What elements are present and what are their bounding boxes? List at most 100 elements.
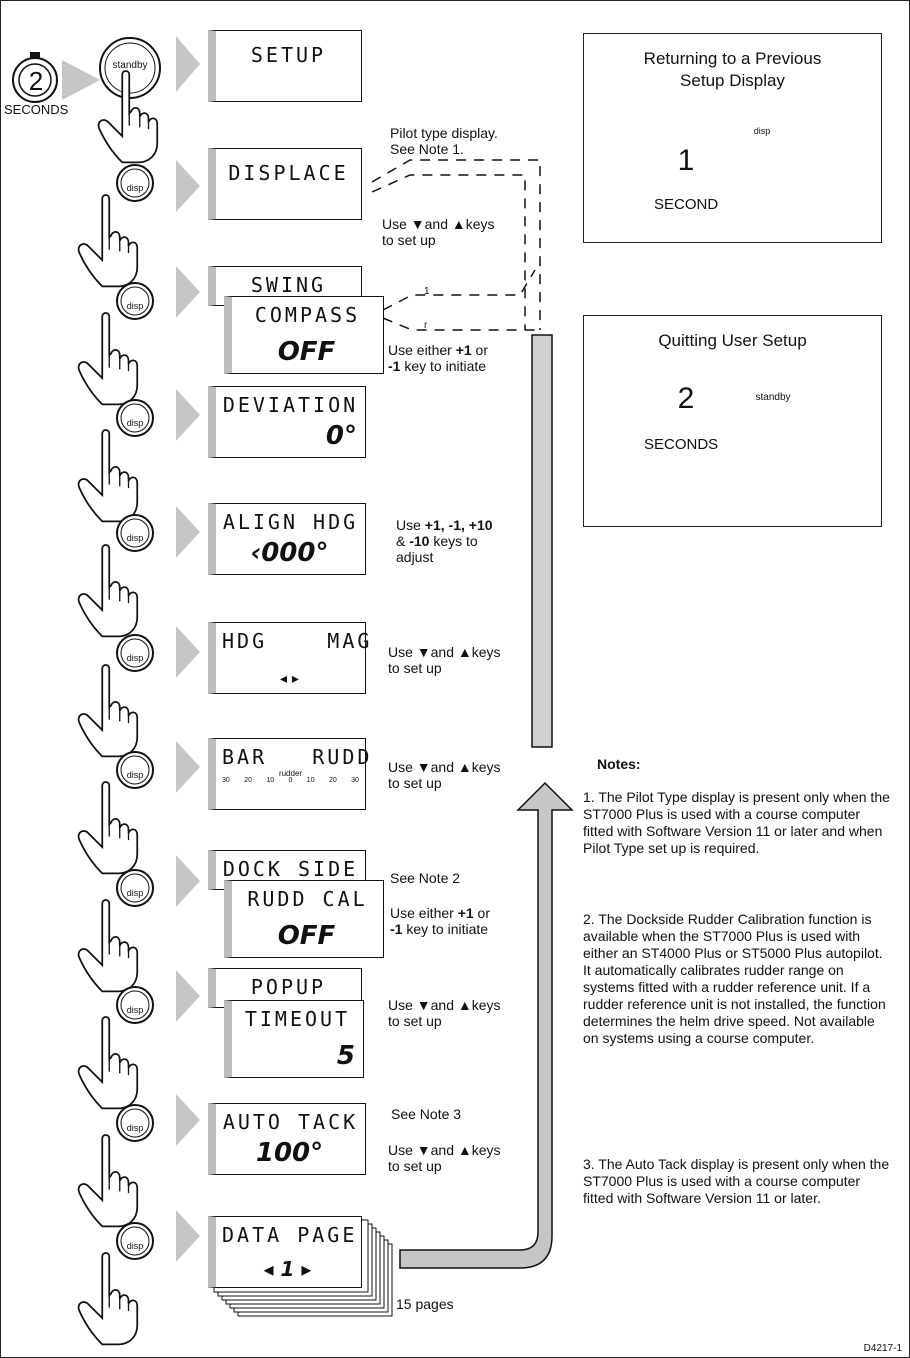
disp-button-label[interactable]: disp	[126, 1241, 144, 1251]
timer-label: SECONDS	[644, 436, 719, 453]
text: Use ▼and ▲keys	[388, 644, 501, 660]
text: See Note 1.	[390, 141, 464, 157]
lcd-line2: ‹000°	[250, 538, 329, 568]
text: or	[473, 905, 491, 921]
lcd-line1: DATA PAGE	[222, 1223, 358, 1247]
lcd-line1: DOCK SIDE	[222, 857, 359, 881]
lcd-line1: AUTO TACK	[222, 1110, 359, 1134]
tick-label: 30	[351, 777, 359, 784]
text: +1	[455, 342, 472, 358]
start-timer-label: SECONDS	[4, 102, 69, 117]
document-id: D4217-1	[863, 1343, 902, 1354]
dashed-connectors	[371, 159, 541, 331]
note-2: 2. The Dockside Rudder Calibration funct…	[583, 911, 886, 1046]
text: Pilot type display.	[390, 125, 498, 141]
text: to set up	[382, 232, 436, 248]
text: +1, -1, +10	[424, 517, 493, 533]
text: &	[396, 533, 410, 549]
lcd-bar-rudd: BAR RUDD rudder 30 20 10 0 10 20 30	[208, 738, 373, 810]
note-use-keys: Use ▼and ▲keys to set up	[388, 997, 501, 1029]
text: or	[471, 342, 489, 358]
lcd-line1: DISPLACE	[228, 161, 349, 185]
note-see-note-3: See Note 3	[391, 1106, 462, 1122]
disp-button-label[interactable]: disp	[126, 533, 144, 543]
return-flow-arrow	[399, 334, 574, 1269]
disp-button-label[interactable]: disp	[126, 301, 144, 311]
panel-title: Quitting User Setup	[658, 331, 807, 350]
disp-button-label[interactable]: disp	[126, 1123, 144, 1133]
text: -1	[388, 358, 401, 374]
lcd-displace: DISPLACE	[208, 148, 362, 220]
lcd-setup: SETUP	[208, 30, 362, 102]
lcd-line2: OFF	[277, 337, 336, 367]
lcd-line1: BAR RUDD	[222, 745, 373, 769]
lcd-line2: ◂ 1 ▸	[263, 1257, 312, 1281]
standby-key-icon	[99, 37, 161, 99]
timer-value: 1	[677, 144, 695, 177]
disp-button-label[interactable]: disp	[126, 183, 144, 193]
tick-label: 20	[244, 777, 252, 784]
disp-button-label[interactable]: disp	[126, 888, 144, 898]
note-3: 3. The Auto Tack display is present only…	[583, 1156, 890, 1206]
disp-button-label[interactable]: disp	[126, 653, 144, 663]
lcd-line1: DEVIATION	[222, 393, 359, 417]
panel-subtitle: Setup Display	[680, 71, 785, 90]
dash-marker: 1	[424, 286, 430, 297]
panel-return: Returning to a Previous Setup Display 1 …	[583, 33, 882, 243]
standby-button-label[interactable]: standby	[755, 392, 791, 403]
note-use-keys: Use ▼and ▲keys to set up	[388, 759, 501, 791]
panel-title: Returning to a Previous	[643, 49, 822, 68]
lcd-hdg-mag: HDG MAG ◂ ▸	[208, 622, 369, 694]
tick-label: 10	[306, 777, 315, 784]
arrowhead-icon	[176, 36, 200, 92]
text: +1	[457, 905, 474, 921]
lcd-line2: 100°	[255, 1138, 324, 1168]
note-see-note-2: See Note 2	[390, 870, 461, 886]
text: Use ▼and ▲keys	[388, 1142, 501, 1158]
text: to set up	[388, 1158, 442, 1174]
text: Use either	[390, 905, 458, 921]
panel-quit: Quitting User Setup 2 SECONDS standby	[583, 315, 882, 527]
note-use-keys: Use ▼and ▲keys to set up	[382, 216, 495, 248]
text: to set up	[388, 775, 442, 791]
text: Use either	[388, 342, 456, 358]
disp-button-label[interactable]: disp	[126, 1005, 144, 1015]
text: Use	[396, 517, 425, 533]
text: Use ▼and ▲keys	[382, 216, 495, 232]
text: key to initiate	[400, 358, 487, 374]
tick-label: 30	[222, 777, 230, 784]
timer-label: SECOND	[654, 196, 719, 213]
note-use-keys: Use ▼and ▲keys to set up	[388, 1142, 501, 1174]
lcd-line1: TIMEOUT	[244, 1007, 351, 1031]
lcd-line2: ◂ ▸	[280, 671, 299, 687]
disp-press-rows	[77, 160, 200, 1346]
dash-marker: r	[424, 320, 428, 331]
lcd-line2: 5	[336, 1041, 355, 1071]
tick-label: 20	[328, 777, 337, 784]
note-either: Use either +1 or -1 key to initiate	[390, 905, 490, 937]
note-1: 1. The Pilot Type display is present onl…	[583, 789, 890, 856]
lcd-line2: 0°	[325, 421, 357, 451]
text: adjust	[396, 549, 434, 565]
note-pilot-type: Pilot type display. See Note 1.	[390, 125, 498, 157]
text: Use ▼and ▲keys	[388, 997, 501, 1013]
disp-button-label[interactable]: disp	[126, 418, 144, 428]
lcd-line2: OFF	[277, 921, 336, 951]
note-use-keys: Use ▼and ▲keys to set up	[388, 644, 501, 676]
disp-button-label[interactable]: disp	[126, 770, 144, 780]
disp-button-label[interactable]: disp	[753, 126, 771, 136]
lcd-compass: COMPASS OFF	[224, 296, 384, 374]
lcd-deviation: DEVIATION 0°	[208, 386, 366, 458]
note-either: Use either +1 or -1 key to initiate	[388, 342, 488, 374]
note-pages: 15 pages	[396, 1296, 454, 1312]
lcd-align-hdg: ALIGN HDG ‹000°	[208, 503, 366, 575]
note-align-keys: Use +1, -1, +10 & -10 keys to adjust	[396, 517, 493, 565]
text: -1	[390, 921, 403, 937]
lcd-line1: RUDD CAL	[247, 887, 368, 911]
notes-heading: Notes:	[597, 756, 641, 772]
text: Use ▼and ▲keys	[388, 759, 501, 775]
chevron-icon	[62, 60, 100, 100]
standby-button-label[interactable]: standby	[112, 60, 148, 71]
lcd-rudd-cal: RUDD CAL OFF	[224, 880, 384, 958]
text: keys to	[429, 533, 478, 549]
